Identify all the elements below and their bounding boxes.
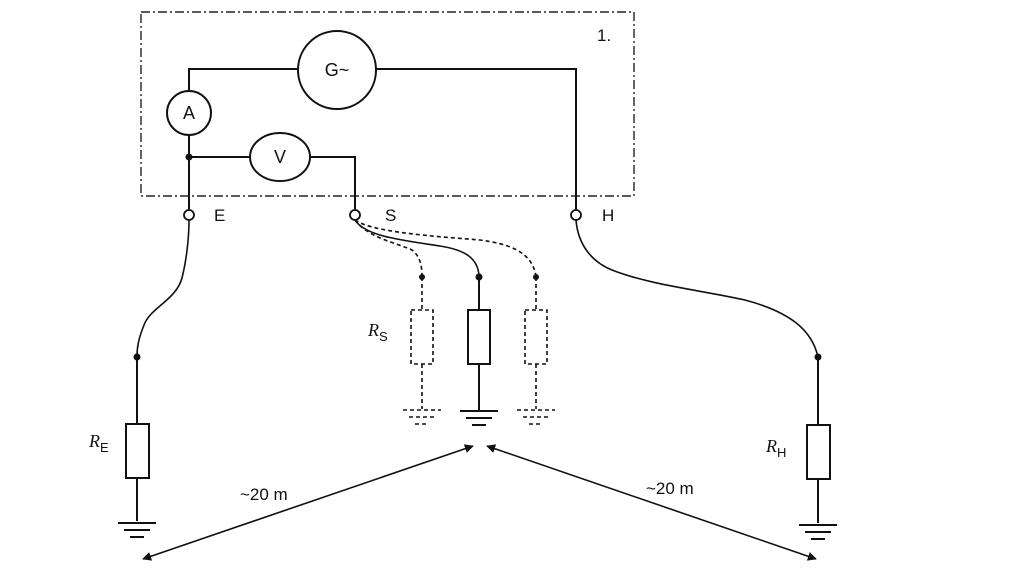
instrument-enclosure <box>140 11 635 197</box>
ground-e-icon <box>118 522 156 538</box>
ground-s-alt-left-icon <box>403 409 441 425</box>
ground-s-alt-right-icon <box>517 409 555 425</box>
ammeter-label: A <box>183 103 195 123</box>
ground-h-icon <box>799 524 837 540</box>
resistor-re <box>125 423 150 479</box>
terminal-h-label: H <box>602 206 614 225</box>
terminal-e-label: E <box>214 206 225 225</box>
voltmeter-label: V <box>274 147 286 167</box>
resistor-rs-alt-right <box>524 309 548 365</box>
resistor-re-label: RE <box>88 431 109 455</box>
terminal-s-label: S <box>385 206 396 225</box>
lead-h <box>575 219 819 358</box>
internal-wiring <box>188 68 577 210</box>
distance-right-label: ~20 m <box>646 479 694 498</box>
distance-arrow-left <box>142 444 474 561</box>
voltmeter: V <box>249 132 311 182</box>
lead-e <box>136 219 190 358</box>
distance-left-label: ~20 m <box>240 485 288 504</box>
resistor-rs-label: RS <box>367 320 388 344</box>
resistor-rs <box>467 309 491 365</box>
resistor-rs-alt-left <box>410 309 434 365</box>
resistor-rh <box>806 424 831 480</box>
terminal-e <box>183 209 195 221</box>
lead-s <box>354 219 480 277</box>
resistor-rh-label: RH <box>765 436 786 460</box>
junction-dot <box>185 153 193 161</box>
generator-label: G~ <box>325 60 350 80</box>
instrument-number-label: 1. <box>597 26 611 45</box>
lead-s-alt-right <box>354 219 537 277</box>
lead-s-alt-left <box>354 219 423 277</box>
terminal-h <box>570 209 582 221</box>
ground-s-icon <box>460 410 498 426</box>
distance-arrow-right <box>486 444 817 561</box>
generator: G~ <box>297 30 377 110</box>
ammeter: A <box>166 90 212 136</box>
terminal-s <box>349 209 361 221</box>
